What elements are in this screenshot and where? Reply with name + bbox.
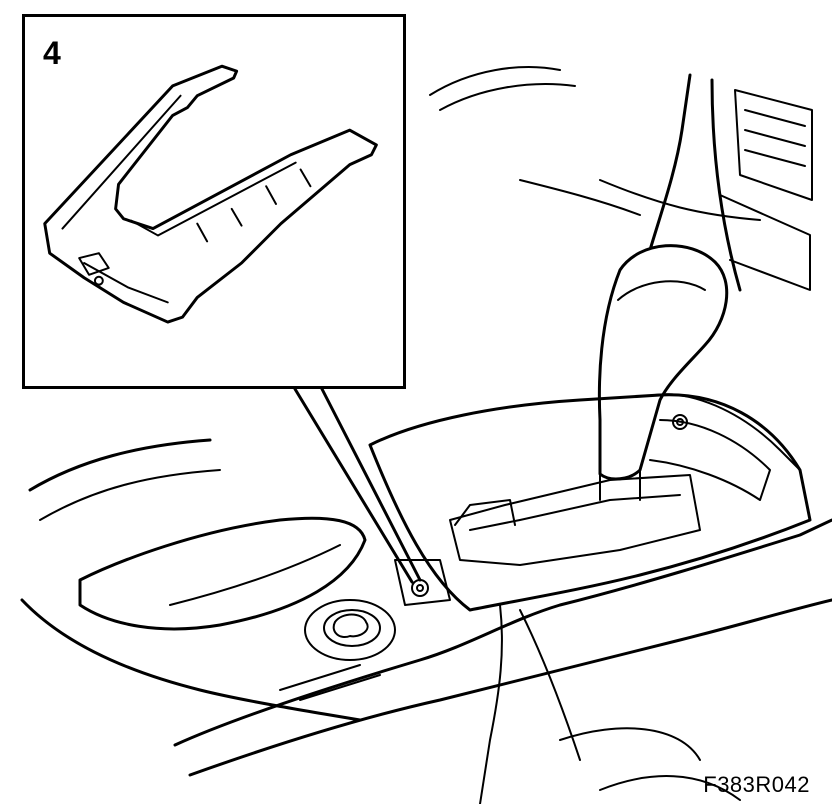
seat-edge-inner	[39, 469, 221, 521]
detail-inset: 4	[22, 14, 406, 389]
armrest-side	[519, 609, 581, 761]
cup-holder-rim	[169, 544, 341, 606]
trim-frame-hole	[93, 275, 104, 286]
trim-frame-part-illustration	[43, 64, 378, 324]
screw-right-head	[676, 418, 684, 426]
screw-right	[672, 414, 688, 430]
gate-slot	[454, 499, 516, 526]
center-stack-edge	[648, 73, 692, 252]
cup-holder-ring-inner	[323, 609, 381, 647]
right-panel-recess	[649, 419, 771, 501]
dashboard-curve	[429, 66, 561, 96]
shifter-surround	[368, 393, 812, 612]
left-trim	[20, 598, 362, 722]
gear-shaft	[599, 469, 641, 501]
trim-frame-clip	[78, 252, 110, 276]
cup-holder-tray	[78, 516, 367, 631]
dashboard-curve-2	[439, 83, 576, 111]
air-vent-slats	[744, 109, 806, 167]
armrest-seam	[279, 664, 381, 701]
cup-holder-ring	[304, 599, 396, 661]
shifter-gate-inner	[469, 494, 681, 531]
gear-knob	[597, 244, 729, 481]
trim-frame-outer	[43, 64, 378, 324]
leader-line-right	[320, 387, 422, 582]
cup-holder-insert	[332, 613, 369, 638]
armrest	[173, 518, 832, 747]
screw-center-head	[416, 584, 424, 592]
gear-knob-highlight	[617, 280, 706, 301]
floor-curve	[559, 727, 701, 761]
figure-code: F383R042	[703, 772, 810, 797]
step-number: 4	[43, 35, 61, 71]
dashboard-sweep	[599, 179, 761, 221]
seat-edge	[28, 438, 212, 492]
screw-center	[411, 579, 429, 597]
right-panel	[654, 393, 801, 471]
mount-bracket	[394, 559, 451, 606]
stack-panel	[719, 194, 811, 291]
dashboard-sweep-2	[519, 179, 641, 216]
trim-frame-tabs	[196, 168, 312, 243]
air-vent	[734, 89, 813, 201]
armrest-lower	[188, 598, 832, 777]
floor-curve-2	[599, 775, 741, 801]
center-stack-edge-2	[710, 78, 742, 292]
armrest-front	[479, 604, 503, 804]
shifter-gate	[449, 474, 701, 566]
leader-line-left	[293, 387, 414, 584]
